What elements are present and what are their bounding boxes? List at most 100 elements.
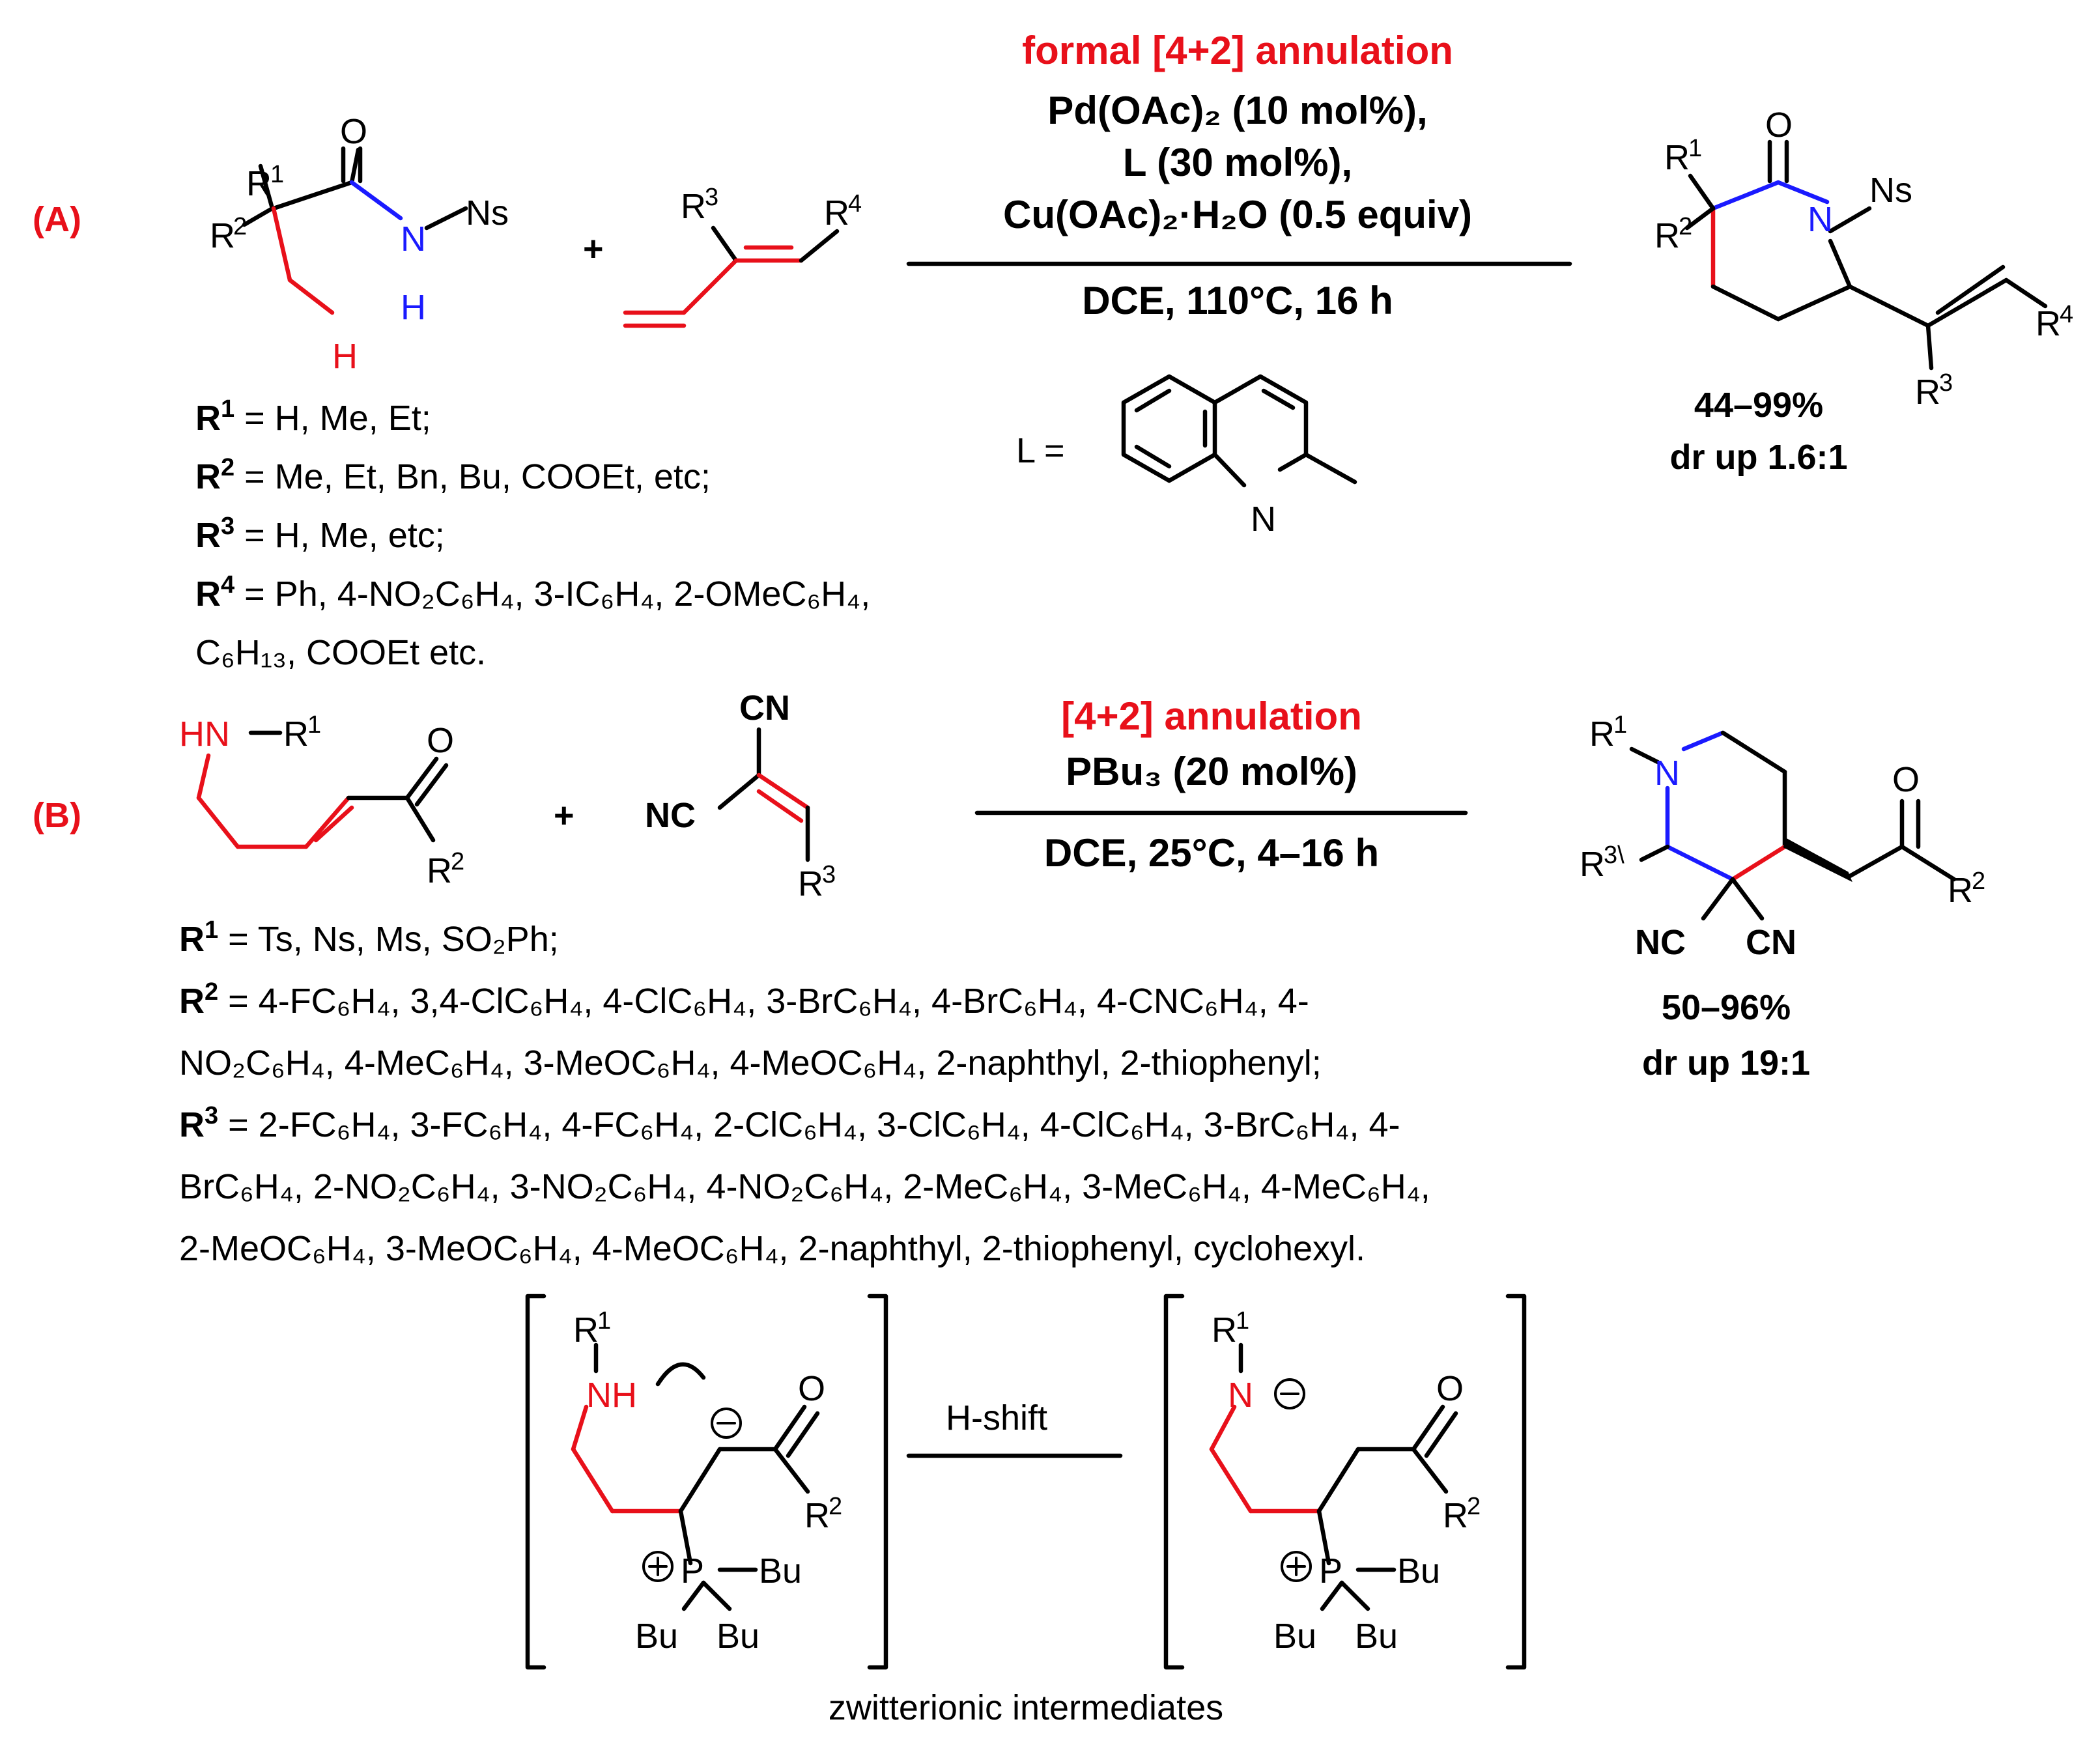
- product-a-r1: R: [1664, 138, 1690, 177]
- enone-r2: R: [427, 851, 452, 890]
- subs-a-r4: R4 = Ph, 4-NO₂C₆H₄, 3-IC₆H₄, 2-OMeC₆H₄,: [195, 571, 870, 614]
- product-b-r1: R: [1589, 715, 1615, 754]
- intermediate-1: R 1 NH O R 2 P Bu Bu Bu: [571, 1307, 842, 1656]
- bracket-left-1: [525, 1294, 546, 1670]
- product-b-r2: R: [1948, 871, 1973, 910]
- int2-r1: R: [1212, 1310, 1237, 1350]
- product-b-r2-sup: 2: [1972, 868, 1985, 895]
- subs-b-r3-line1: R3 = 2-FC₆H₄, 3-FC₆H₄, 4-FC₆H₄, 2-ClC₆H₄…: [179, 1102, 1400, 1144]
- amino-enone-substrate: HN R 1 O R 2: [179, 711, 464, 890]
- reagent-cu: Cu(OAc)₂·H₂O (0.5 equiv): [1003, 193, 1472, 236]
- int1-nh: NH: [586, 1376, 637, 1415]
- ligand-label: L =: [1016, 431, 1065, 470]
- malono-cn-top: CN: [739, 688, 790, 728]
- diene-r3-atom: R: [681, 187, 706, 226]
- subs-b-r2-line1: R2 = 4-FC₆H₄, 3,4-ClC₆H₄, 4-ClC₆H₄, 3-Br…: [179, 978, 1309, 1021]
- subs-b-r3-line3: 2-MeOC₆H₄, 3-MeOC₆H₄, 4-MeOC₆H₄, 2-napht…: [179, 1229, 1365, 1268]
- int2-r2-sup: 2: [1467, 1493, 1481, 1520]
- substituents-a: R1 = H, Me, Et; R2 = Me, Et, Bn, Bu, COO…: [195, 395, 870, 672]
- panel-a-label: (A): [33, 200, 81, 239]
- solvent-temp-a: DCE, 110°C, 16 h: [1082, 279, 1393, 322]
- subs-a-r1: R1 = H, Me, Et;: [195, 395, 431, 438]
- subs-b-r3-line2: BrC₆H₄, 2-NO₂C₆H₄, 3-NO₂C₆H₄, 4-NO₂C₆H₄,…: [179, 1167, 1430, 1206]
- substituents-b: R1 = Ts, Ns, Ms, SO₂Ph; R2 = 4-FC₆H₄, 3,…: [179, 916, 1430, 1268]
- subs-b-r1: R1 = Ts, Ns, Ms, SO₂Ph;: [179, 916, 559, 959]
- int1-p-atom: P: [681, 1551, 704, 1591]
- panel-b-label: (B): [33, 796, 81, 835]
- bracket-left-2: [1163, 1294, 1185, 1670]
- dr-a: dr up 1.6:1: [1669, 438, 1847, 477]
- annulation-title-b: [4+2] annulation: [1061, 694, 1362, 738]
- product-b: R 1 N R 3\ NC CN O R 2 50–96% dr up 19:1: [1580, 711, 1985, 1083]
- product-a-r4-sup: 4: [2060, 301, 2073, 328]
- product-b-n-atom: N: [1654, 754, 1680, 793]
- int2-bu-mid: Bu: [1355, 1617, 1398, 1656]
- product-a-r2: R: [1654, 216, 1680, 255]
- dr-b: dr up 19:1: [1642, 1043, 1810, 1083]
- enone-r1-sup: 1: [307, 711, 321, 739]
- enone-r1: R: [283, 715, 309, 754]
- amide-n-atom: N: [401, 219, 426, 259]
- plus-sign-b: +: [554, 796, 575, 835]
- product-b-nc: NC: [1635, 923, 1686, 962]
- int2-bu-right: Bu: [1397, 1551, 1440, 1591]
- subs-a-r3: R3 = H, Me, etc;: [195, 513, 445, 555]
- int1-r1-sup: 1: [597, 1307, 611, 1335]
- int2-o-atom: O: [1436, 1369, 1464, 1408]
- diene-r4-sup: 4: [848, 190, 862, 218]
- amide-r2-sup: 2: [233, 213, 247, 240]
- product-a-o-atom: O: [1765, 106, 1793, 145]
- int1-r2: R: [804, 1496, 830, 1535]
- conditions-b: [4+2] annulation PBu₃ (20 mol%) DCE, 25°…: [974, 694, 1468, 875]
- int1-bu-left: Bu: [635, 1617, 678, 1656]
- product-a-ns: Ns: [1869, 171, 1912, 210]
- solvent-temp-b: DCE, 25°C, 4–16 h: [1044, 831, 1379, 875]
- conditions-a: formal [4+2] annulation Pd(OAc)₂ (10 mol…: [906, 29, 1572, 322]
- product-a: O N Ns R 1 R 2 R 4 R 3 44–99% dr up 1.6:…: [1654, 106, 2073, 477]
- panel-a: (A) O R 1 R 2 N H Ns H +: [33, 29, 2073, 672]
- int1-r1: R: [573, 1310, 599, 1350]
- amide-ns-group: Ns: [466, 193, 509, 233]
- reagent-pd: Pd(OAc)₂ (10 mol%),: [1047, 89, 1427, 132]
- malono-r3: R: [798, 864, 823, 903]
- annulation-title-a: formal [4+2] annulation: [1022, 29, 1453, 72]
- product-b-r1-sup: 1: [1613, 711, 1627, 739]
- subs-a-r2: R2 = Me, Et, Bn, Bu, COOEt, etc;: [195, 454, 711, 496]
- product-a-r1-sup: 1: [1688, 135, 1702, 162]
- int2-r1-sup: 1: [1236, 1307, 1249, 1335]
- malono-r3-sup: 3: [822, 861, 836, 888]
- amide-r2-atom: R: [210, 216, 235, 255]
- product-b-r3-sup: 3\: [1604, 842, 1625, 869]
- diene-r4-atom: R: [824, 193, 849, 233]
- int1-o-atom: O: [798, 1369, 825, 1408]
- enone-r2-sup: 2: [451, 848, 464, 875]
- reagent-ligand: L (30 mol%),: [1123, 141, 1352, 184]
- malono-nc-left: NC: [645, 796, 696, 835]
- subs-a-r4-cont: C₆H₁₃, COOEt etc.: [195, 633, 486, 672]
- h-shift-label: H-shift: [946, 1398, 1047, 1437]
- ligand-2-methylquinoline: L = N: [1016, 374, 1357, 539]
- int1-bu-mid: Bu: [717, 1617, 759, 1656]
- mechanism-caption: zwitterionic intermediates: [829, 1688, 1223, 1727]
- reagent-pbu3: PBu₃ (20 mol%): [1066, 750, 1357, 793]
- bracket-right-1: [867, 1294, 888, 1670]
- product-a-n-atom: N: [1808, 200, 1833, 239]
- amide-nh-h: H: [401, 288, 426, 327]
- int2-r2: R: [1443, 1496, 1468, 1535]
- amide-substrate: O R 1 R 2 N H Ns H: [210, 112, 509, 376]
- product-b-cn: CN: [1746, 923, 1796, 962]
- amide-r1-atom: R: [246, 164, 272, 203]
- product-a-r3: R: [1915, 373, 1940, 412]
- amide-o-atom: O: [340, 112, 367, 151]
- int1-bu-right: Bu: [759, 1551, 802, 1591]
- panel-b: (B) HN R 1 O R 2 + CN: [33, 688, 1985, 1268]
- product-b-o-atom: O: [1892, 760, 1920, 799]
- malononitrile-substrate: CN NC R 3: [645, 688, 836, 903]
- amide-ch-h: H: [332, 337, 358, 376]
- int2-bu-left: Bu: [1273, 1617, 1316, 1656]
- hn-atom: HN: [179, 715, 230, 754]
- diene-r3-sup: 3: [705, 184, 718, 211]
- mechanism: R 1 NH O R 2 P Bu Bu Bu H-shift: [525, 1294, 1527, 1727]
- int1-r2-sup: 2: [829, 1493, 842, 1520]
